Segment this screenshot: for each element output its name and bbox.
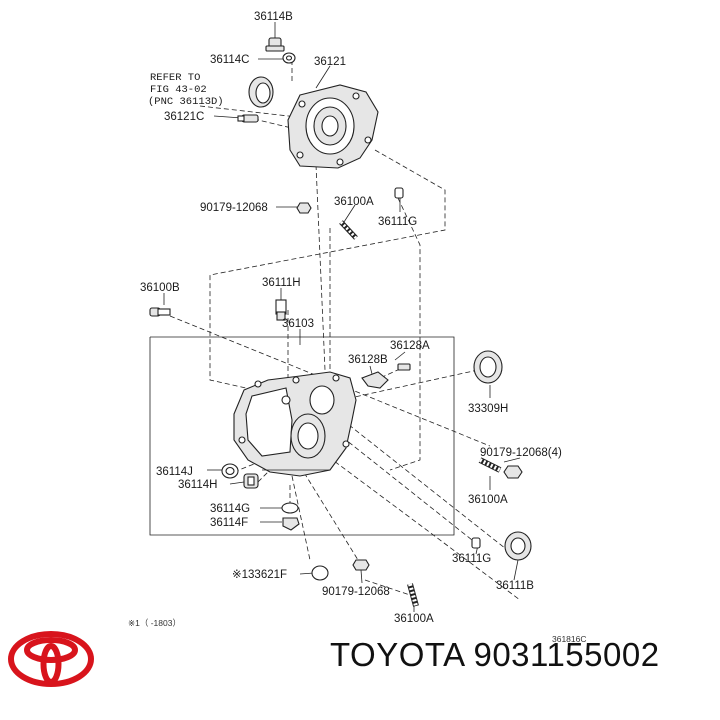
label-refer-line2: FIG 43-02: [150, 84, 207, 96]
part-36111G-pin-bottom: [471, 537, 481, 549]
label-90179-bottom: 90179-12068: [322, 586, 390, 598]
part-36111G-pin-top: [394, 187, 404, 199]
assembly-dashed-lines: [169, 60, 521, 601]
label-36114F: 36114F: [210, 517, 248, 529]
part-36114B-plug: [265, 37, 285, 52]
part-36114J-gasket: [221, 463, 239, 479]
label-33621F: ※133621F: [232, 569, 287, 581]
part-90179-nut-bottom: [352, 559, 370, 571]
label-refer-line1: REFER TO: [150, 72, 200, 84]
label-36128A: 36128A: [390, 340, 430, 352]
label-36114J: 36114J: [156, 466, 193, 478]
part-36100A-stud-mid: [478, 457, 502, 473]
label-36111G-top: 36111G: [378, 216, 417, 228]
part-36128B-bracket: [361, 371, 389, 389]
label-36114C-top: 36114C: [210, 54, 249, 66]
label-36114B-top: 36114B: [254, 11, 293, 23]
label-36121: 36121: [314, 56, 346, 68]
part-oil-seal-top: [248, 76, 274, 108]
part-36114H-plug: [243, 473, 259, 489]
part-36114C-gasket: [282, 52, 296, 64]
label-36114G: 36114G: [210, 503, 250, 515]
footnote: ※1（ -1803）: [128, 618, 181, 628]
label-90179-4: 90179-12068(4): [480, 447, 562, 459]
part-36111B-seal: [504, 531, 532, 561]
product-caption: TOYOTA 9031155002: [330, 636, 660, 673]
part-36128A-bolt: [397, 363, 411, 371]
part-36114F-plug: [282, 517, 300, 531]
part-36103-housing: [233, 371, 357, 477]
label-33309H: 33309H: [468, 403, 508, 415]
part-36111H-sensor: [275, 299, 287, 321]
label-36111H: 36111H: [262, 277, 301, 289]
label-36103: 36103: [282, 318, 314, 330]
part-33621F-plug: [311, 565, 329, 581]
part-90179-nut-top: [296, 202, 312, 214]
part-36100A-stud-top: [339, 220, 358, 240]
label-36100A-top: 36100A: [334, 196, 374, 208]
label-36114H: 36114H: [178, 479, 217, 491]
part-36100A-stud-bottom: [407, 583, 419, 607]
label-36121C: 36121C: [164, 111, 204, 123]
toyota-logo: [8, 631, 94, 687]
figure-code: 361816C: [552, 634, 587, 644]
label-36111G-bottom: 36111G: [452, 553, 491, 565]
part-90179-nut-right: [503, 465, 523, 479]
part-36121-cover: [287, 84, 379, 169]
label-90179-top: 90179-12068: [200, 202, 268, 214]
label-36100A-bottom: 36100A: [394, 613, 434, 625]
part-36100B-bolt: [149, 307, 171, 317]
label-36100B: 36100B: [140, 282, 180, 294]
label-36128B: 36128B: [348, 354, 388, 366]
label-36100A-mid: 36100A: [468, 494, 508, 506]
label-36111B: 36111B: [496, 580, 534, 592]
part-33309H-seal: [473, 350, 503, 384]
part-36114G-gasket: [281, 502, 299, 514]
part-36121C-bolt: [237, 114, 259, 123]
part-labels: 36114B 36114C 36121 REFER TO FIG 43-02 (…: [128, 11, 587, 644]
leader-lines: [149, 22, 521, 612]
label-refer-line3: (PNC 36113D): [148, 96, 224, 108]
